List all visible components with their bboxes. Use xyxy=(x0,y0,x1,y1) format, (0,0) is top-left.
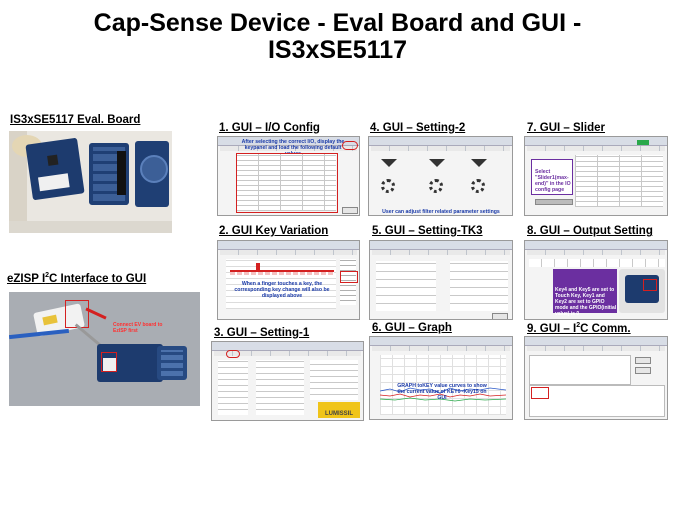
setting-tk3-apply-button[interactable] xyxy=(492,313,508,319)
keypad-board xyxy=(89,143,129,205)
key-variation-screenshot: When a finger touches a key, the corresp… xyxy=(217,240,360,320)
graph-label: 6. GUI – Graph xyxy=(372,322,452,334)
lumissil-logo-text: LUMISSIL xyxy=(325,411,353,417)
wheel-board xyxy=(135,141,169,207)
io-config-label: 1. GUI – I/O Config xyxy=(219,122,320,134)
graph-curves xyxy=(380,387,506,402)
key-variation-label: 2. GUI Key Variation xyxy=(219,225,329,237)
graph-screenshot: GRAPH toKEY value curves to show the cur… xyxy=(369,336,513,420)
ezisp-board-highlight xyxy=(101,352,117,372)
output-setting-screenshot: Key4 and Key5 are set to Touch Key, Key1… xyxy=(524,240,668,320)
ezisp-label-prefix: eZISP I xyxy=(7,272,46,285)
key-variation-annotation: When a finger touches a key, the corresp… xyxy=(234,281,330,299)
slide-title-line1: Cap-Sense Device - Eval Board and GUI - xyxy=(93,9,582,37)
io-config-table-highlight xyxy=(236,153,338,213)
ezisp-photo: Connect EV board to EzISP first xyxy=(9,292,200,406)
ezisp-label-sup: 2 xyxy=(45,272,50,279)
setting2-annotation: User can adjust filter related parameter… xyxy=(382,209,500,215)
setting2-screenshot: User can adjust filter related parameter… xyxy=(368,136,513,216)
i2c-comm-label-suffix: C Comm. xyxy=(580,322,631,335)
setting-tk3-screenshot xyxy=(369,240,513,320)
io-config-apply-button[interactable] xyxy=(342,207,358,214)
io-config-screenshot: After selecting the correct I/O, display… xyxy=(217,136,360,216)
graph-annotation: GRAPH toKEY value curves to show the cur… xyxy=(397,383,487,401)
setting2-label: 4. GUI – Setting-2 xyxy=(370,122,466,134)
i2c-comm-label-sup: 2 xyxy=(576,322,581,329)
slider-annotation: Select "Slider1(max-end)" in the IO conf… xyxy=(535,169,571,193)
setting-tk3-label: 5. GUI – Setting-TK3 xyxy=(372,225,483,237)
slide-title-line2: IS3xSE5117 xyxy=(267,36,407,64)
ezisp-label-suffix: C Interface to GUI xyxy=(49,272,147,285)
i2c-comm-log-highlight xyxy=(531,387,549,399)
i2c-comm-label-prefix: 9. GUI – I xyxy=(527,322,577,335)
setting1-screenshot: LUMISSIL xyxy=(211,341,364,421)
i2c-comm-screenshot xyxy=(524,336,668,420)
ezisp-keypad-board xyxy=(157,346,187,380)
output-setting-board-photo xyxy=(619,269,665,313)
output-setting-annotation: Key4 and Key5 are set to Touch Key, Key1… xyxy=(555,287,617,317)
lumissil-logo: LUMISSIL xyxy=(318,402,360,418)
output-setting-label: 8. GUI – Output Setting xyxy=(527,225,653,237)
ezisp-label: eZISP I2C Interface to GUI xyxy=(7,272,146,285)
slider-screenshot: Select "Slider1(max-end)" in the IO conf… xyxy=(524,136,668,216)
i2c-comm-label: 9. GUI – I2C Comm. xyxy=(527,322,631,335)
slider-label: 7. GUI – Slider xyxy=(527,122,605,134)
ezisp-eval-board xyxy=(97,344,163,382)
eval-board-photo xyxy=(9,131,172,233)
setting1-label: 3. GUI – Setting-1 xyxy=(214,327,310,339)
eval-board-label: IS3xSE5117 Eval. Board xyxy=(10,114,141,126)
eval-board-main-pcb xyxy=(25,137,85,201)
ezisp-annotation: Connect EV board to EzISP first xyxy=(113,322,163,334)
